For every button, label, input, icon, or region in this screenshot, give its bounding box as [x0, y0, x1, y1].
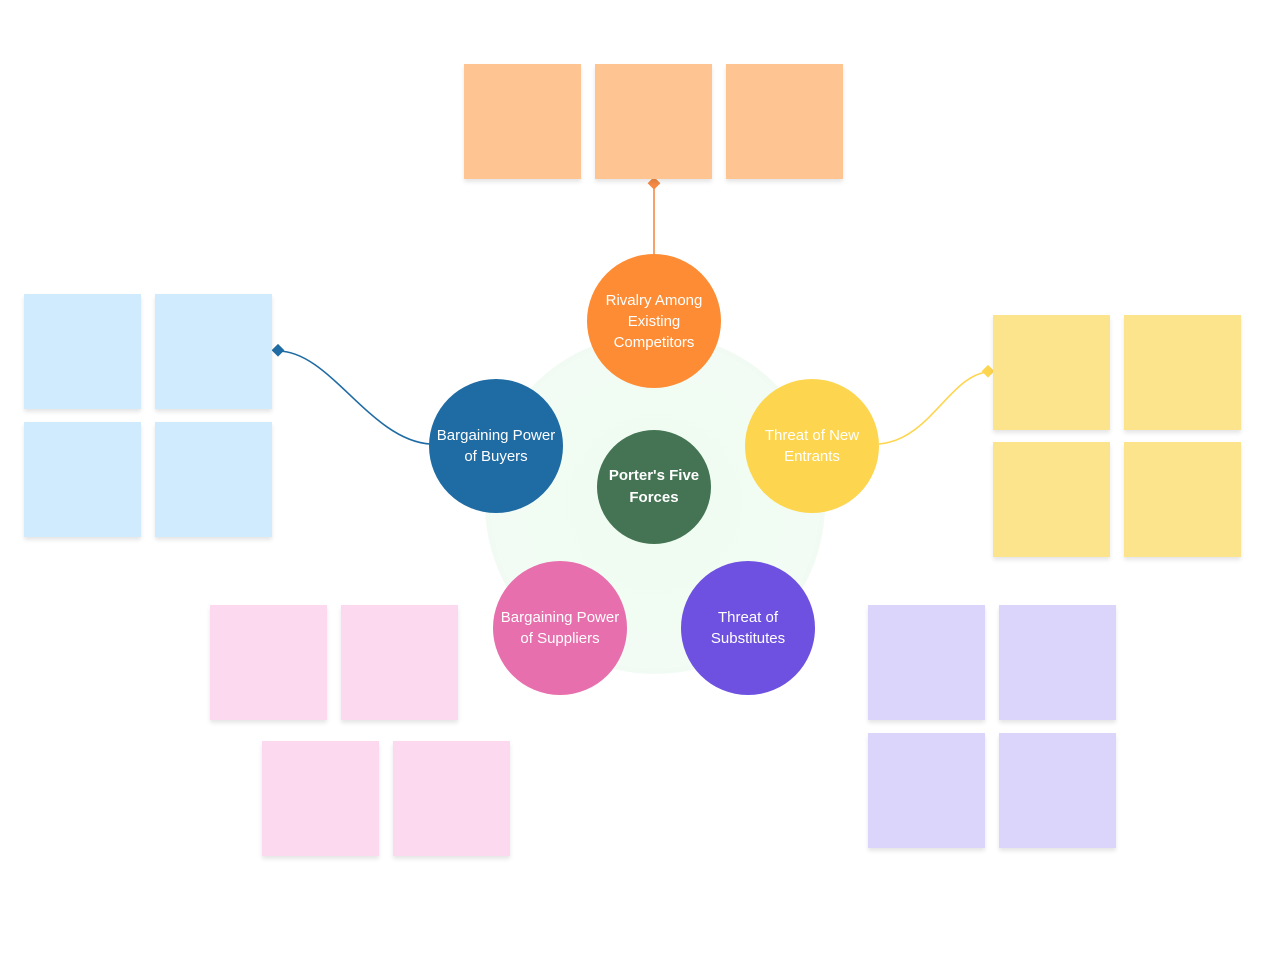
sticky-note-suppliers-4[interactable]: [393, 741, 510, 856]
sticky-note-substitutes-3[interactable]: [868, 733, 985, 848]
sticky-note-suppliers-1[interactable]: [210, 605, 327, 720]
force-node-buyers-label: Bargaining Power of Buyers: [436, 427, 556, 465]
sticky-note-new-entrants-3[interactable]: [993, 442, 1110, 557]
force-node-rivalry[interactable]: Rivalry Among Existing Competitors: [587, 254, 721, 388]
sticky-note-new-entrants-4[interactable]: [1124, 442, 1241, 557]
sticky-note-rivalry-2[interactable]: [595, 64, 712, 179]
sticky-note-buyers-2[interactable]: [155, 294, 272, 409]
sticky-note-new-entrants-2[interactable]: [1124, 315, 1241, 430]
sticky-note-substitutes-1[interactable]: [868, 605, 985, 720]
sticky-note-rivalry-1[interactable]: [464, 64, 581, 179]
connector-buyers: [277, 350, 431, 445]
sticky-note-buyers-4[interactable]: [155, 422, 272, 537]
connector-new-entrants: [878, 371, 989, 445]
sticky-note-new-entrants-1[interactable]: [993, 315, 1110, 430]
force-node-suppliers-label: Bargaining Power of Suppliers: [500, 609, 620, 647]
connector-handle-buyers[interactable]: [271, 343, 285, 357]
sticky-note-substitutes-4[interactable]: [999, 733, 1116, 848]
force-node-buyers[interactable]: Bargaining Power of Buyers: [429, 379, 563, 513]
sticky-note-buyers-3[interactable]: [24, 422, 141, 537]
force-node-rivalry-label: Rivalry Among Existing Competitors: [605, 291, 703, 351]
center-node-label: Porter's Five Forces: [608, 467, 700, 506]
force-node-new-entrants-label: Threat of New Entrants: [764, 427, 860, 465]
force-node-substitutes-label: Threat of Substitutes: [710, 609, 786, 647]
force-node-suppliers[interactable]: Bargaining Power of Suppliers: [493, 561, 627, 695]
sticky-note-rivalry-3[interactable]: [726, 64, 843, 179]
force-node-substitutes[interactable]: Threat of Substitutes: [681, 561, 815, 695]
center-node[interactable]: Porter's Five Forces: [597, 430, 711, 544]
sticky-note-substitutes-2[interactable]: [999, 605, 1116, 720]
sticky-note-buyers-1[interactable]: [24, 294, 141, 409]
sticky-note-suppliers-2[interactable]: [341, 605, 458, 720]
sticky-note-suppliers-3[interactable]: [262, 741, 379, 856]
force-node-new-entrants[interactable]: Threat of New Entrants: [745, 379, 879, 513]
